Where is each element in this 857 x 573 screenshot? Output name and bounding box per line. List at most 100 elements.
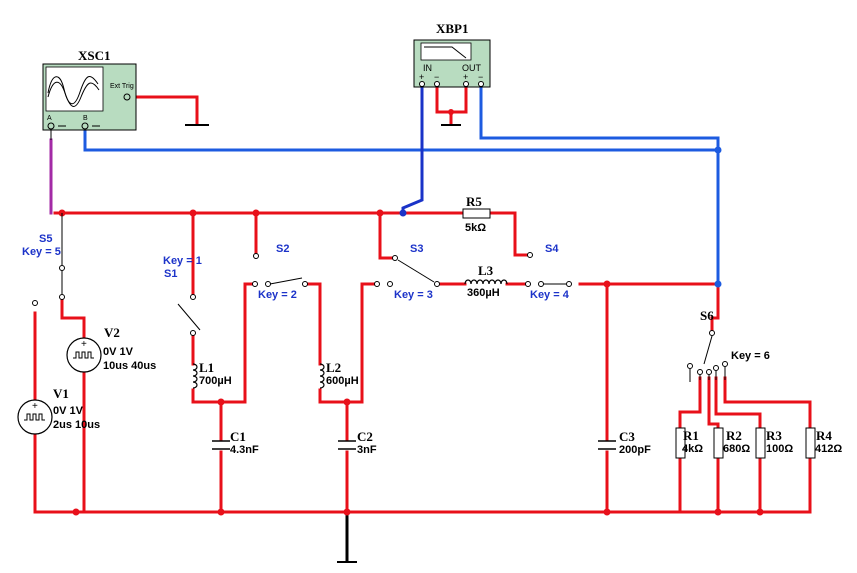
wire-r5-right xyxy=(488,211,532,257)
switch-s1[interactable]: Key = 1 S1 xyxy=(163,255,202,336)
switch-s5[interactable]: S5 Key = 5 xyxy=(22,213,65,300)
bode-plot-icon xyxy=(420,42,472,61)
bode-plotter-ref: XBP1 xyxy=(436,21,469,36)
r4-value: 412Ω xyxy=(815,443,842,455)
wire-ext-trig xyxy=(128,95,199,126)
resistor-r1[interactable]: R1 4kΩ xyxy=(675,427,703,459)
s5-key: Key = 5 xyxy=(22,246,61,258)
ext-trig-label: Ext Trig xyxy=(110,83,134,90)
c1-value: 4.3nF xyxy=(230,444,259,456)
r3-value: 100Ω xyxy=(766,443,793,455)
r1-ref: R1 xyxy=(683,428,699,443)
capacitor-c1[interactable]: C1 4.3nF xyxy=(212,429,259,456)
wire-s2-l2 xyxy=(303,282,322,366)
channel-b-terminal[interactable] xyxy=(81,122,89,130)
wire-s3-left xyxy=(345,282,379,404)
junction xyxy=(376,209,384,217)
s2-ref: S2 xyxy=(276,243,289,255)
junction xyxy=(252,209,260,217)
v2-timing: 10us 40us xyxy=(103,360,156,372)
wire-l1-c1 xyxy=(191,388,223,442)
r3-ref: R3 xyxy=(766,428,782,443)
bode-out-plus: + xyxy=(463,72,468,82)
bode-out-minus-terminal[interactable] xyxy=(478,81,484,87)
pulse-icon xyxy=(73,351,94,359)
switch-s6[interactable]: S6 Key = 6 xyxy=(687,308,770,382)
capacitor-c3[interactable]: C3 200pF xyxy=(598,429,651,456)
s4-key: Key = 4 xyxy=(530,289,570,301)
source-v2[interactable]: + V2 0V 1V 10us 40us xyxy=(66,325,156,373)
capacitor-c2[interactable]: C2 3nF xyxy=(338,429,377,456)
junction xyxy=(217,508,225,516)
switch-s2[interactable]: S2 Key = 2 xyxy=(252,243,308,301)
wire-r1 xyxy=(678,376,702,430)
wire-s6-top xyxy=(710,282,720,332)
r4-ref: R4 xyxy=(816,428,832,443)
v2-levels: 0V 1V xyxy=(103,346,134,358)
inductor-l3[interactable]: L3 360µH xyxy=(464,263,508,299)
wire-s2-left xyxy=(219,282,257,404)
switch-s4[interactable]: S4 Key = 4 xyxy=(525,243,572,301)
ext-trig-terminal[interactable] xyxy=(123,93,131,101)
junction xyxy=(714,508,722,516)
resistor-r4[interactable]: R4 412Ω xyxy=(805,427,842,459)
v2-ref: V2 xyxy=(104,325,120,340)
c2-ref: C2 xyxy=(357,429,373,444)
source-v1[interactable]: + V1 0V 1V 2us 10us xyxy=(17,300,100,435)
wire-s3-drop xyxy=(378,211,397,260)
junction xyxy=(603,280,611,288)
junction xyxy=(448,109,454,115)
c2-value: 3nF xyxy=(357,444,377,456)
bode-out-minus: − xyxy=(478,72,483,82)
c3-value: 200pF xyxy=(619,444,651,456)
junction xyxy=(189,209,197,217)
junction xyxy=(603,508,611,516)
bode-in-plus-terminal[interactable] xyxy=(419,81,425,87)
oscilloscope-icon xyxy=(45,66,104,112)
v1-levels: 0V 1V xyxy=(53,405,84,417)
wire-r4 xyxy=(723,376,812,430)
bode-in-label: IN xyxy=(423,63,432,73)
c3-ref: C3 xyxy=(619,429,635,444)
wire-xsc-b xyxy=(83,124,720,286)
inductor-l1[interactable]: L1 700µH xyxy=(192,360,232,389)
resistor-r3[interactable]: R3 100Ω xyxy=(755,427,793,459)
s3-key: Key = 3 xyxy=(394,289,433,301)
l3-ref: L3 xyxy=(478,263,494,278)
bode-plotter-xbp1[interactable]: XBP1 IN OUT + − + − xyxy=(413,21,491,88)
junction xyxy=(72,508,80,516)
wire-r3 xyxy=(714,376,762,430)
junction xyxy=(756,508,764,516)
junctions xyxy=(58,109,764,516)
c1-ref: C1 xyxy=(230,429,246,444)
resistor-r5[interactable]: R5 5kΩ xyxy=(462,194,491,234)
oscilloscope-ref: XSC1 xyxy=(78,48,111,63)
wire-r2 xyxy=(707,376,720,430)
bode-in-minus-terminal[interactable] xyxy=(434,81,440,87)
junction xyxy=(343,398,351,406)
junction-blue xyxy=(714,280,722,288)
r5-ref: R5 xyxy=(466,194,482,209)
l2-value: 600µH xyxy=(326,375,359,387)
wire-s5-v2 xyxy=(60,295,86,339)
s5-ref: S5 xyxy=(39,233,52,245)
resistor-r2[interactable]: R2 680Ω xyxy=(713,427,750,459)
pulse-icon xyxy=(24,413,45,421)
terminal[interactable] xyxy=(32,300,38,306)
v1-timing: 2us 10us xyxy=(53,419,100,431)
bode-out-plus-terminal[interactable] xyxy=(463,81,469,87)
l1-ref: L1 xyxy=(199,360,214,375)
l3-value: 360µH xyxy=(467,287,500,299)
channel-a-label: A xyxy=(47,115,52,122)
junction xyxy=(343,508,351,516)
plus-sign: + xyxy=(81,339,87,350)
oscilloscope-xsc1[interactable]: XSC1 Ext Trig A B xyxy=(42,48,137,140)
s2-key: Key = 2 xyxy=(258,289,297,301)
s1-ref: S1 xyxy=(164,268,177,280)
inductor-l2[interactable]: L2 600µH xyxy=(319,360,359,389)
s6-key: Key = 6 xyxy=(731,350,770,362)
switch-s3[interactable]: S3 Key = 3 xyxy=(374,243,440,301)
wire-xbp-out xyxy=(479,84,720,152)
l2-ref: L2 xyxy=(326,360,341,375)
